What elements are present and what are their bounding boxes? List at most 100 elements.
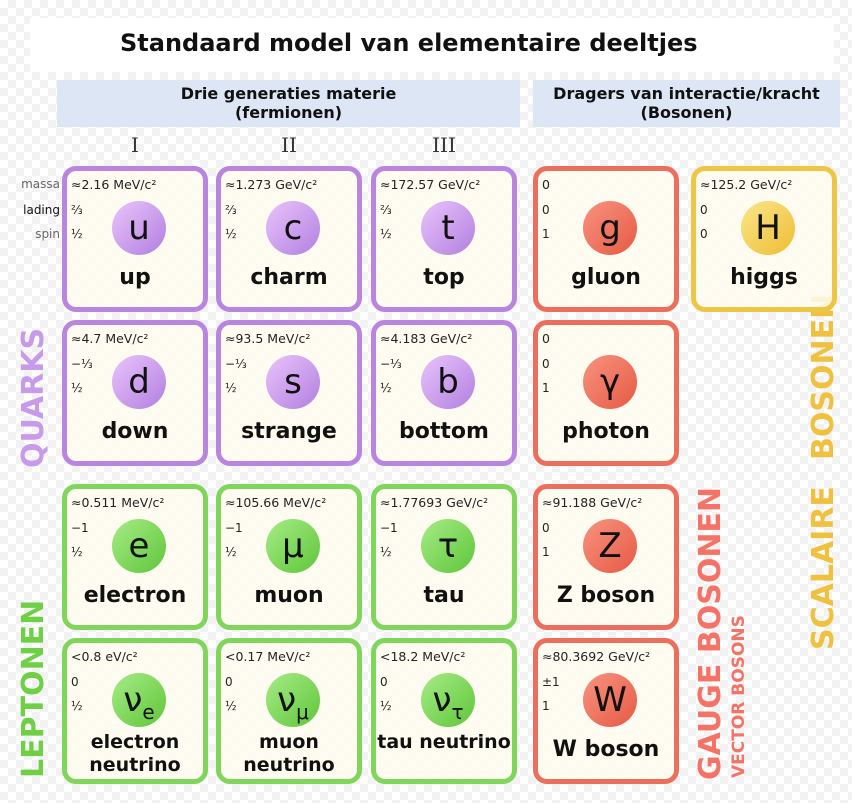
- fermions-header-line2: (fermionen): [234, 103, 343, 122]
- particle-spin: ½: [225, 381, 237, 395]
- particle-card-down[interactable]: ≈4.7 MeV/c² −⅓ ½ d down: [62, 320, 208, 466]
- particle-charge: 0: [542, 203, 550, 217]
- particle-charge: ⅔: [71, 203, 83, 217]
- particle-symbol: H: [741, 201, 795, 255]
- particle-spin: ½: [380, 545, 392, 559]
- particle-card-bottom[interactable]: ≈4.183 GeV/c² −⅓ ½ b bottom: [371, 320, 517, 466]
- gauge-bosons-label: GAUGE BOSONEN: [693, 486, 728, 780]
- particle-name: top: [423, 265, 465, 290]
- particle-name: muon: [254, 583, 324, 608]
- particle-mass: 0: [542, 331, 550, 346]
- particle-charge: −⅓: [380, 357, 402, 371]
- particle-spin: ½: [225, 227, 237, 241]
- particle-card-top[interactable]: ≈172.57 GeV/c² ⅔ ½ t top: [371, 166, 517, 312]
- particle-charge: ±1: [542, 675, 560, 689]
- bosons-header: Dragers van interactie/kracht (Bosonen): [533, 80, 840, 127]
- particle-card-photon[interactable]: 0 0 1 γ photon: [533, 320, 679, 466]
- particle-mass: ≈1.77693 GeV/c²: [380, 495, 489, 510]
- particle-name: muon neutrino: [243, 731, 335, 776]
- particle-symbol: W: [583, 673, 637, 727]
- fermions-header-line1: Drie generaties materie: [180, 84, 397, 103]
- particle-name: strange: [241, 419, 337, 444]
- particle-mass: ≈125.2 GeV/c²: [700, 177, 793, 192]
- particle-mass: ≈4.7 MeV/c²: [71, 331, 149, 346]
- leptons-label: LEPTONEN: [16, 599, 51, 778]
- particle-spin: 1: [542, 227, 550, 241]
- particle-name: up: [119, 265, 151, 290]
- particle-name: bottom: [399, 419, 489, 444]
- particle-card-W-boson[interactable]: ≈80.3692 GeV/c² ±1 1 W W boson: [533, 638, 679, 784]
- particle-card-gluon[interactable]: 0 0 1 g gluon: [533, 166, 679, 312]
- particle-card-muon-neutrino[interactable]: <0.17 MeV/c² 0 ½ νμ muon neutrino: [216, 638, 362, 784]
- particle-symbol: t: [421, 201, 475, 255]
- generation-2-label: II: [281, 133, 297, 157]
- particle-card-up[interactable]: ≈2.16 MeV/c² ⅔ ½ u up: [62, 166, 208, 312]
- particle-name: Z boson: [556, 583, 656, 608]
- particle-name: electron neutrino: [89, 731, 181, 776]
- particle-name: W boson: [552, 737, 660, 762]
- particle-name: tau: [423, 583, 465, 608]
- particle-symbol: τ: [421, 519, 475, 573]
- particle-card-higgs[interactable]: ≈125.2 GeV/c² 0 0 H higgs: [691, 166, 837, 312]
- particle-mass: ≈172.57 GeV/c²: [380, 177, 481, 192]
- particle-symbol: d: [112, 355, 166, 409]
- particle-spin: ½: [71, 381, 83, 395]
- particle-symbol: b: [421, 355, 475, 409]
- particle-spin: ½: [71, 227, 83, 241]
- particle-card-tau-neutrino[interactable]: <18.2 MeV/c² 0 ½ ντ tau neutrino: [371, 638, 517, 784]
- particle-spin: 1: [542, 381, 550, 395]
- particle-card-muon[interactable]: ≈105.66 MeV/c² −1 ½ μ muon: [216, 484, 362, 630]
- particle-charge: −⅓: [71, 357, 93, 371]
- particle-charge: 0: [542, 357, 550, 371]
- quarks-label: QUARKS: [16, 327, 51, 468]
- particle-charge: ⅔: [380, 203, 392, 217]
- bosons-header-line2: (Bosonen): [640, 103, 733, 122]
- particle-mass: ≈91.188 GeV/c²: [542, 495, 643, 510]
- particle-mass: <18.2 MeV/c²: [380, 649, 466, 664]
- particle-mass: ≈93.5 MeV/c²: [225, 331, 311, 346]
- particle-mass: ≈4.183 GeV/c²: [380, 331, 473, 346]
- particle-mass: 0: [542, 177, 550, 192]
- particle-spin: ½: [380, 227, 392, 241]
- particle-card-Z-boson[interactable]: ≈91.188 GeV/c² 0 1 Z Z boson: [533, 484, 679, 630]
- particle-charge: 0: [225, 675, 233, 689]
- particle-symbol: s: [266, 355, 320, 409]
- particle-symbol: g: [583, 201, 637, 255]
- particle-spin: 1: [542, 545, 550, 559]
- bosonen-label: BOSONEN: [806, 293, 841, 460]
- particle-name: gluon: [571, 265, 641, 290]
- particle-symbol: u: [112, 201, 166, 255]
- particle-charge: 0: [380, 675, 388, 689]
- page-title: Standaard model van elementaire deeltjes: [30, 18, 834, 72]
- particle-charge: −1: [225, 521, 243, 535]
- generation-1-label: I: [131, 133, 139, 157]
- particle-charge: 0: [71, 675, 79, 689]
- particle-mass: <0.17 MeV/c²: [225, 649, 311, 664]
- particle-name: down: [101, 419, 169, 444]
- particle-card-strange[interactable]: ≈93.5 MeV/c² −⅓ ½ s strange: [216, 320, 362, 466]
- particle-card-charm[interactable]: ≈1.273 GeV/c² ⅔ ½ c charm: [216, 166, 362, 312]
- particle-card-tau[interactable]: ≈1.77693 GeV/c² −1 ½ τ tau: [371, 484, 517, 630]
- particle-charge: −⅓: [225, 357, 247, 371]
- particle-symbol: μ: [266, 519, 320, 573]
- particle-mass: ≈2.16 MeV/c²: [71, 177, 157, 192]
- mass-row-label: massa: [21, 177, 60, 191]
- particle-spin: ½: [380, 381, 392, 395]
- fermions-header: Drie generaties materie (fermionen): [57, 80, 520, 127]
- particle-mass: ≈80.3692 GeV/c²: [542, 649, 651, 664]
- particle-name: higgs: [730, 265, 798, 290]
- particle-card-electron-neutrino[interactable]: <0.8 eV/c² 0 ½ νe electron neutrino: [62, 638, 208, 784]
- particle-charge: −1: [380, 521, 398, 535]
- particle-mass: ≈0.511 MeV/c²: [71, 495, 165, 510]
- particle-symbol: ντ: [421, 673, 475, 727]
- particle-spin: 1: [542, 699, 550, 713]
- particle-card-electron[interactable]: ≈0.511 MeV/c² −1 ½ e electron: [62, 484, 208, 630]
- particle-spin: 0: [700, 227, 708, 241]
- particle-charge: −1: [71, 521, 89, 535]
- particle-symbol: νμ: [266, 673, 320, 727]
- spin-row-label: spin: [35, 227, 60, 241]
- particle-mass: ≈105.66 MeV/c²: [225, 495, 327, 510]
- particle-mass: <0.8 eV/c²: [71, 649, 138, 664]
- particle-spin: ½: [225, 699, 237, 713]
- vector-bosons-label: VECTOR BOSONS: [729, 615, 749, 778]
